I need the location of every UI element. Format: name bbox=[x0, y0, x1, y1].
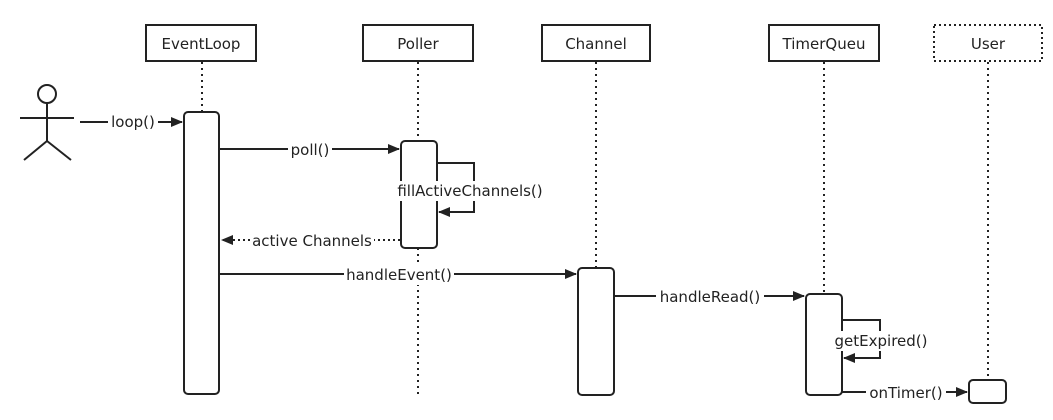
activation-eventloop bbox=[183, 111, 220, 395]
message-label-get-expired: getExpired() bbox=[835, 332, 928, 350]
message-get-expired: getExpired() bbox=[832, 319, 930, 363]
message-label-poll: poll() bbox=[291, 141, 330, 159]
message-active-channels: active Channels bbox=[221, 231, 400, 251]
activation-user bbox=[968, 379, 1007, 404]
message-fill-active-channels: fillActiveChannels() bbox=[388, 162, 552, 217]
message-label-loop: loop() bbox=[111, 113, 155, 131]
participant-eventloop: EventLoop bbox=[145, 24, 257, 62]
participant-channel: Channel bbox=[541, 24, 651, 62]
participant-label: Channel bbox=[565, 35, 627, 53]
message-label-on-timer: onTimer() bbox=[869, 384, 942, 402]
participant-label: TimerQueu bbox=[782, 35, 866, 53]
participant-label: User bbox=[971, 35, 1006, 53]
actor-icon bbox=[20, 84, 74, 161]
message-loop: loop() bbox=[80, 112, 183, 132]
message-label-handle-event: handleEvent() bbox=[346, 266, 452, 284]
participant-timerqueue: TimerQueu bbox=[768, 24, 880, 62]
message-handle-read: handleRead() bbox=[614, 287, 805, 307]
message-label-active-channels: active Channels bbox=[252, 232, 372, 250]
participant-label: Poller bbox=[397, 35, 439, 53]
message-poll: poll() bbox=[219, 140, 400, 160]
participant-label: EventLoop bbox=[162, 35, 241, 53]
message-label-fill-active-channels: fillActiveChannels() bbox=[397, 182, 542, 200]
activation-channel bbox=[577, 267, 615, 396]
message-handle-event: handleEvent() bbox=[219, 265, 577, 285]
participant-user: User bbox=[933, 24, 1043, 62]
message-label-handle-read: handleRead() bbox=[660, 288, 761, 306]
message-on-timer: onTimer() bbox=[842, 383, 968, 403]
participant-poller: Poller bbox=[362, 24, 474, 62]
